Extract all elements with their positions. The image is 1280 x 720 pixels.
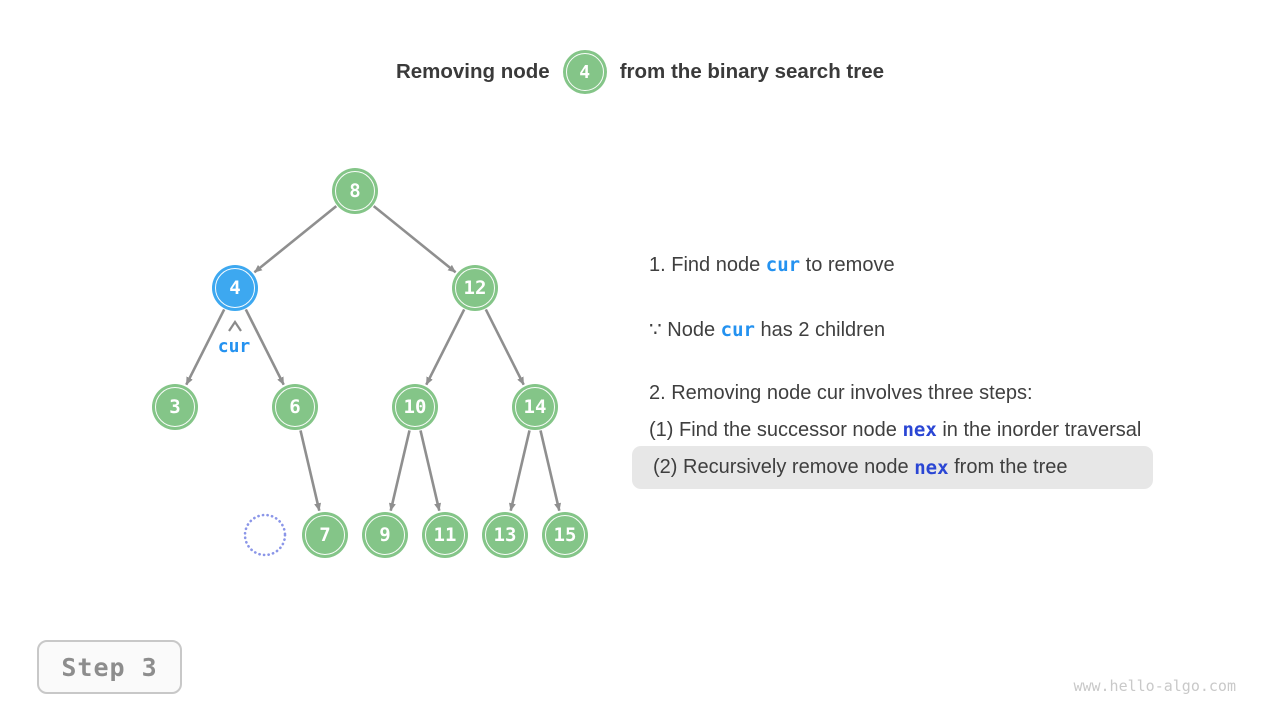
cur-pointer-label: cur [217, 336, 251, 357]
tree-node-14: 14 [512, 384, 558, 430]
node-value: 3 [169, 396, 181, 418]
node-value: 15 [553, 524, 577, 546]
step-badge: Step 3 [37, 640, 182, 694]
note-text: (2) Recursively remove node [653, 456, 915, 478]
node-value: 10 [403, 396, 427, 418]
note-line-5-highlighted: (2) Recursively remove node nex from the… [632, 446, 1153, 489]
tree-node-7: 7 [302, 512, 348, 558]
edge-10-11 [419, 430, 441, 512]
note-text: (1) Find the successor node [649, 419, 903, 441]
edge-8-4 [253, 205, 338, 274]
keyword-nex: nex [902, 419, 937, 441]
cur-pointer-arrow-icon [228, 320, 242, 332]
note-text: from the tree [948, 456, 1068, 478]
watermark: www.hello-algo.com [1073, 677, 1236, 695]
tree-node-11: 11 [422, 512, 468, 558]
edge-12-10 [425, 308, 466, 386]
title-node-circle: 4 [562, 50, 607, 94]
empty-node-slot [243, 513, 287, 557]
edge-8-12 [372, 205, 457, 274]
title-post: from the binary search tree [619, 60, 885, 83]
edge-6-7 [299, 430, 321, 512]
keyword-cur: cur [720, 319, 755, 341]
keyword-nex: nex [914, 456, 949, 479]
tree-node-12: 12 [452, 265, 498, 311]
edge-14-15 [539, 430, 561, 512]
tree-node-6: 6 [272, 384, 318, 430]
note-text: 2. Removing node cur involves three step… [649, 382, 1033, 404]
edge-10-9 [389, 430, 411, 512]
node-value: 11 [433, 524, 457, 546]
edge-4-3 [185, 308, 226, 386]
page-title: Removing node 4 from the binary search t… [0, 50, 1280, 94]
node-value: 4 [229, 277, 241, 299]
edge-group [185, 205, 561, 512]
node-value: 12 [463, 277, 487, 299]
tree-node-9: 9 [362, 512, 408, 558]
note-line-2: ∵ Node cur has 2 children [649, 317, 885, 342]
node-value: 8 [349, 180, 361, 202]
note-line-3: 2. Removing node cur involves three step… [649, 382, 1033, 405]
node-value: 7 [319, 524, 331, 546]
tree-node-4-highlighted: 4 [212, 265, 258, 311]
tree-node-13: 13 [482, 512, 528, 558]
note-text: in the inorder traversal [936, 419, 1142, 441]
edge-14-13 [509, 430, 531, 512]
note-text: 1. Find node [649, 254, 766, 276]
note-text: to remove [800, 254, 895, 276]
node-value: 14 [523, 396, 547, 418]
title-pre: Removing node [395, 60, 550, 83]
edge-4-6 [244, 308, 285, 386]
node-value: 13 [493, 524, 517, 546]
tree-node-8: 8 [332, 168, 378, 214]
note-line-1: 1. Find node cur to remove [649, 254, 895, 277]
node-value: 9 [379, 524, 391, 546]
tree-node-3: 3 [152, 384, 198, 430]
tree-node-10: 10 [392, 384, 438, 430]
tree-node-15: 15 [542, 512, 588, 558]
node-value: 6 [289, 396, 301, 418]
edge-12-14 [484, 308, 525, 386]
note-text: ∵ Node [649, 319, 721, 341]
step-badge-label: Step 3 [61, 652, 158, 682]
note-line-4: (1) Find the successor node nex in the i… [649, 419, 1141, 442]
note-text: has 2 children [754, 319, 886, 341]
keyword-cur: cur [765, 254, 801, 276]
